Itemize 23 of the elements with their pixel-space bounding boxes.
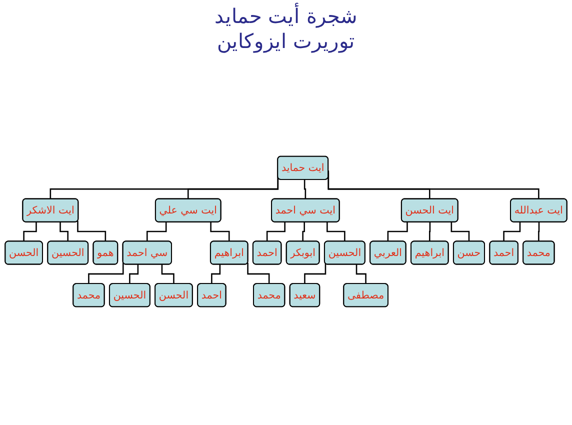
- connector: [538, 222, 540, 242]
- connector: [302, 222, 305, 242]
- connector: [210, 222, 230, 242]
- connector: [326, 222, 346, 242]
- connector: [503, 222, 521, 242]
- connector: [88, 262, 124, 285]
- connector: [429, 222, 431, 242]
- connector: [304, 263, 326, 285]
- connector: [146, 222, 167, 242]
- connector: [247, 262, 270, 285]
- connector: [387, 222, 408, 242]
- connector: [211, 264, 221, 285]
- connector: [77, 221, 106, 242]
- connector: [266, 222, 286, 242]
- connector: [60, 222, 69, 242]
- connector: [23, 222, 37, 242]
- diagram-title: شجرة أيت حمايد: [214, 4, 358, 29]
- subtitle-text: توريرت ايزوكاين: [216, 29, 356, 54]
- connector: [304, 180, 306, 200]
- connector: [129, 264, 139, 285]
- connector: [450, 222, 470, 242]
- connector: [161, 264, 175, 285]
- connector: [356, 264, 367, 285]
